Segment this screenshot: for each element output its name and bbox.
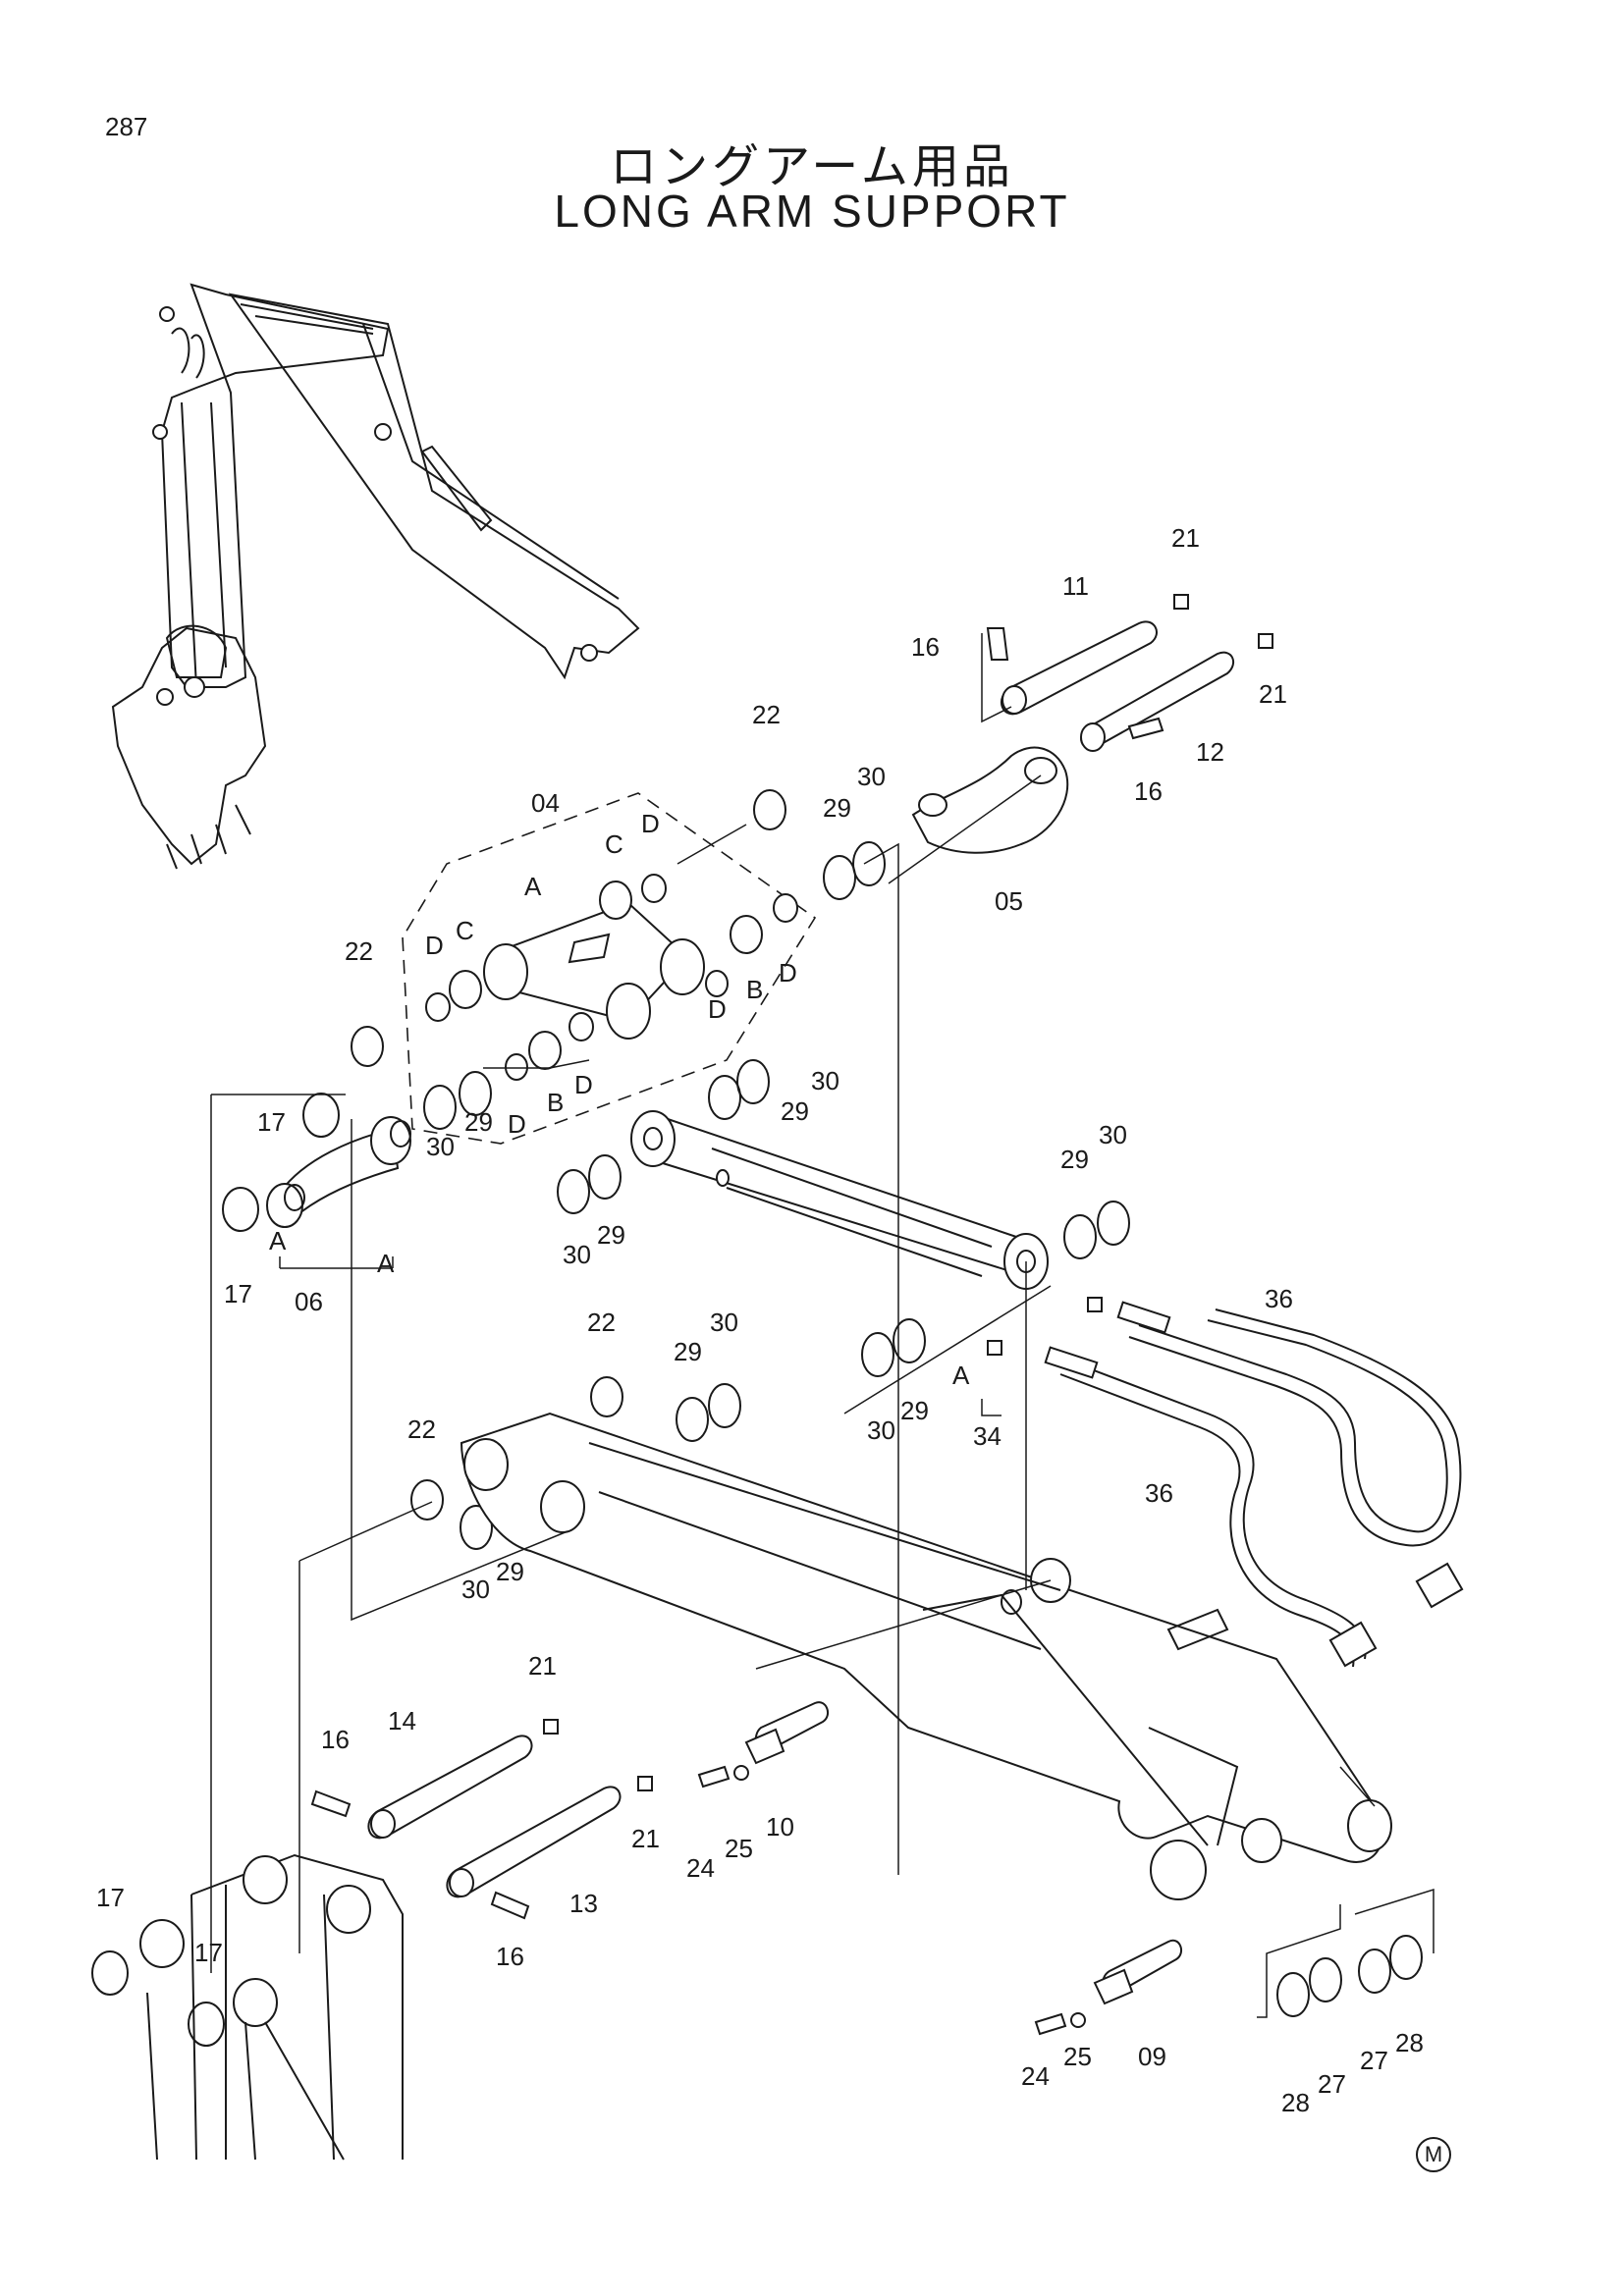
callout-Ac: A — [377, 1249, 395, 1278]
callout-16a: 16 — [911, 632, 940, 662]
callout-Ab: A — [269, 1226, 287, 1255]
callout-13: 13 — [569, 1889, 598, 1918]
callout-24b: 24 — [1021, 2061, 1050, 2091]
callout-Cb: C — [456, 916, 474, 945]
grease-fittings-top — [1173, 594, 1273, 649]
callout-22a: 22 — [752, 700, 781, 729]
callout-36a: 36 — [1265, 1284, 1293, 1313]
callout-29e: 29 — [1060, 1145, 1089, 1174]
callout-30e: 30 — [1099, 1120, 1127, 1149]
callout-12: 12 — [1196, 737, 1224, 767]
callout-29g: 29 — [900, 1396, 929, 1425]
grease-fittings-lower — [543, 1719, 653, 1791]
group-04-box — [402, 792, 817, 1145]
callout-14: 14 — [388, 1706, 416, 1735]
callout-22c: 22 — [587, 1308, 616, 1337]
o-rings — [351, 789, 786, 1521]
callout-30f: 30 — [710, 1308, 738, 1337]
boom-end — [91, 1853, 404, 2161]
callout-28a: 28 — [1281, 2088, 1310, 2117]
callout-16b: 16 — [1134, 776, 1163, 806]
callout-30g: 30 — [867, 1415, 895, 1445]
callout-21d: 21 — [631, 1824, 660, 1853]
cotter-pin-16c — [310, 1789, 352, 1818]
pin-11 — [1001, 620, 1158, 716]
pin-10 — [744, 1701, 830, 1765]
cotter-pin-16a — [986, 627, 1009, 661]
callout-09: 09 — [1138, 2042, 1166, 2071]
callout-21b: 21 — [1259, 679, 1287, 709]
callout-06: 06 — [295, 1287, 323, 1316]
callout-30a: 30 — [857, 762, 886, 791]
callout-Aa: A — [524, 872, 542, 901]
callout-27a: 27 — [1318, 2069, 1346, 2099]
callout-29d: 29 — [597, 1220, 625, 1250]
m-mark: M — [1416, 2137, 1451, 2172]
page-number: 287 — [105, 112, 148, 141]
callout-17d: 17 — [194, 1938, 223, 1967]
callout-Bb: B — [547, 1088, 564, 1117]
title-english: LONG ARM SUPPORT — [554, 186, 1070, 237]
callout-17b: 17 — [224, 1279, 252, 1308]
title-japanese: ロングアーム用品 — [610, 139, 1014, 194]
callout-25a: 25 — [725, 1834, 753, 1863]
callout-17c: 17 — [96, 1883, 125, 1912]
callout-17a: 17 — [257, 1107, 286, 1137]
callout-05: 05 — [995, 886, 1023, 916]
callout-Da: D — [641, 809, 660, 838]
callout-28b: 28 — [1395, 2028, 1424, 2057]
pin-13 — [446, 1786, 622, 1898]
arm-body — [460, 1412, 1392, 1900]
bushings — [425, 874, 798, 1081]
cotter-pin-16b — [1127, 717, 1164, 740]
callout-labels: 21 11 16 21 12 16 05 22 29 30 04 D C A D… — [96, 523, 1424, 2117]
callout-Ad: A — [952, 1361, 970, 1390]
link-a — [483, 901, 705, 1040]
callout-04: 04 — [531, 788, 560, 818]
callout-22d: 22 — [407, 1415, 436, 1444]
bracket-05 — [911, 746, 1069, 854]
callout-21a: 21 — [1171, 523, 1200, 553]
bolts-washers — [697, 1765, 1086, 2036]
callout-30c: 30 — [811, 1066, 839, 1095]
callout-16d: 16 — [496, 1942, 524, 1971]
callout-22b: 22 — [345, 936, 373, 966]
callout-29h: 29 — [496, 1557, 524, 1586]
callout-30d: 30 — [563, 1240, 591, 1269]
callout-10: 10 — [766, 1812, 794, 1842]
callout-Dd: D — [708, 994, 727, 1024]
callout-Dc: D — [779, 958, 797, 988]
callout-Db: D — [425, 931, 444, 960]
leader-lines — [210, 633, 1435, 2018]
callout-27b: 27 — [1360, 2046, 1388, 2075]
callout-De: D — [574, 1070, 593, 1099]
callout-30h: 30 — [461, 1575, 490, 1604]
callout-36b: 36 — [1145, 1478, 1173, 1508]
machine-overview — [111, 283, 640, 870]
callout-29b: 29 — [464, 1107, 493, 1137]
callout-11: 11 — [1062, 571, 1089, 601]
pin-14 — [367, 1735, 533, 1840]
cylinder — [630, 1110, 1049, 1290]
callout-34: 34 — [973, 1421, 1001, 1451]
callout-21c: 21 — [528, 1651, 557, 1681]
pin-09 — [1093, 1939, 1183, 2005]
callout-Df: D — [508, 1109, 526, 1139]
hoses — [987, 1297, 1464, 1668]
callout-16c: 16 — [321, 1725, 350, 1754]
callout-30b: 30 — [426, 1132, 455, 1161]
callout-29f: 29 — [674, 1337, 702, 1366]
cotter-pin-16d — [490, 1891, 530, 1920]
pin-12 — [1080, 651, 1235, 752]
pin-06-assembly — [222, 1093, 411, 1232]
callout-Ca: C — [605, 829, 623, 859]
callout-Ba: B — [746, 975, 763, 1004]
callout-24a: 24 — [686, 1853, 715, 1883]
callout-29c: 29 — [781, 1096, 809, 1126]
callout-25b: 25 — [1063, 2042, 1092, 2071]
shims — [423, 841, 1423, 2017]
callout-29a: 29 — [823, 793, 851, 823]
